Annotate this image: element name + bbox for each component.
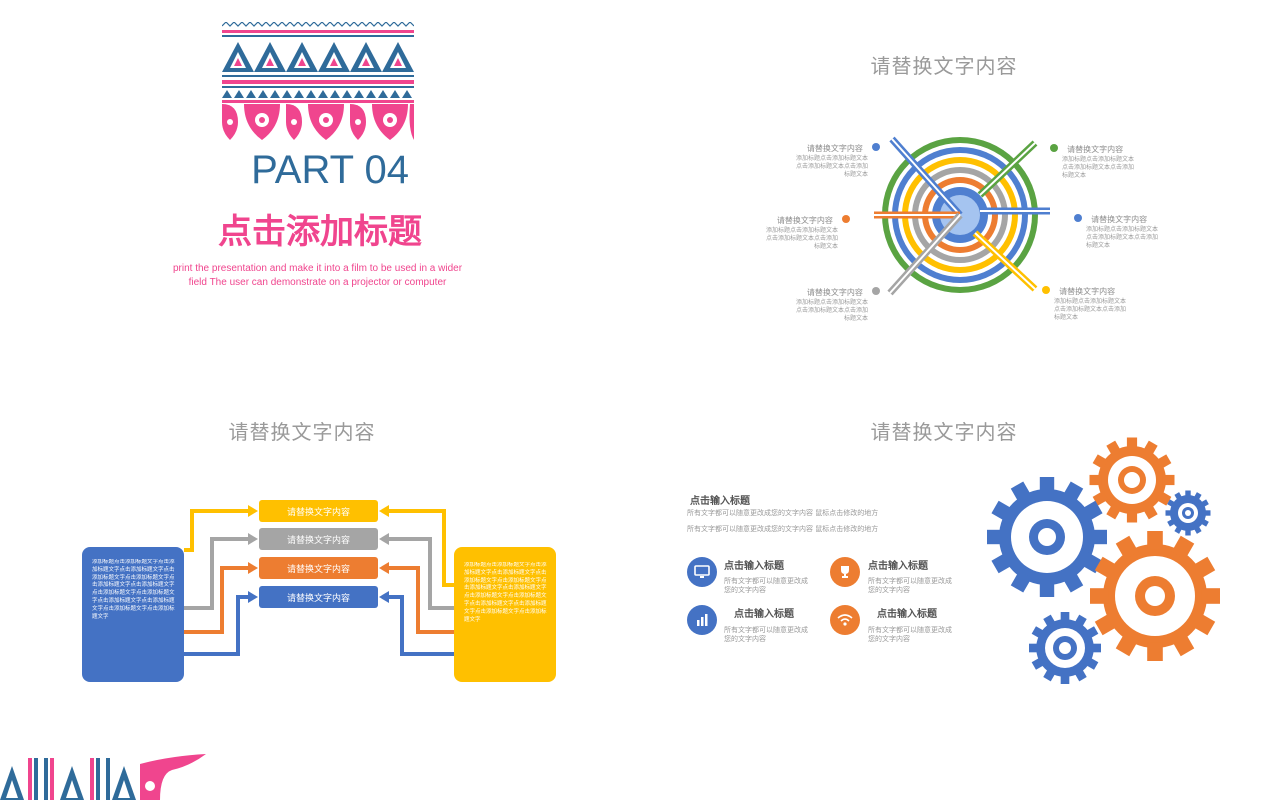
feature-title-4[interactable]: 点击输入标题 [877, 609, 937, 620]
monitor-icon [694, 565, 710, 578]
bar-chart-icon [697, 614, 708, 626]
left-text-box[interactable]: 添加标题点击添加标题文字点击添加标题文字点击添加标题文字点击添加标题文字点击添加… [82, 547, 184, 682]
slide-title: 请替换文字内容 [870, 54, 1018, 78]
bullet-dot [1050, 143, 1058, 152]
flow-button-3[interactable]: 请替换文字内容 [259, 557, 378, 579]
bullet-dot [872, 286, 880, 295]
bullet-dot [842, 214, 850, 223]
diagram-label-3: 请替换文字内容 添加标题点击添加标题文本点击添加标题文本点击添加标题文本 [780, 280, 880, 323]
feature-icon-circle [687, 605, 717, 635]
intro-line-2: 所有文字都可以随意更改成您的文字内容 鼠标点击修改的地方 [687, 525, 879, 533]
feature-desc-4: 所有文字都可以随意更改成您的文字内容 [868, 626, 952, 643]
gears-illustration [987, 437, 1220, 684]
feature-icon-circle [830, 557, 860, 587]
flow-button-1[interactable]: 请替换文字内容 [259, 500, 378, 522]
feature-icon-circle [687, 557, 717, 587]
diagram-label-1: 请替换文字内容 添加标题点击添加标题文本点击添加标题文本点击添加标题文本 [780, 136, 880, 179]
slide-part04: PART 04 点击添加标题 print the presentation an… [0, 0, 640, 400]
bullet-dot [1074, 213, 1082, 222]
feature-desc-3: 所有文字都可以随意更改成您的文字内容 [724, 626, 808, 643]
feature-title-2[interactable]: 点击输入标题 [868, 561, 928, 572]
bullet-dot [1042, 285, 1050, 294]
diagram-label-2: 请替换文字内容 添加标题点击添加标题文本点击添加标题文本点击添加标题文本 [750, 208, 850, 251]
slide-subtitle[interactable]: print the presentation and make it into … [172, 263, 463, 288]
flow-button-4[interactable]: 请替换文字内容 [259, 586, 378, 608]
feature-title-3[interactable]: 点击输入标题 [734, 609, 794, 620]
diagram-label-4: 请替换文字内容 添加标题点击添加标题文本点击添加标题文本点击添加标题文本 [1050, 137, 1150, 180]
feature-icon-circle [830, 605, 860, 635]
tribal-pattern-banner [222, 22, 414, 140]
feature-desc-1: 所有文字都可以随意更改成您的文字内容 [724, 577, 808, 594]
slide-title: 请替换文字内容 [870, 420, 1018, 444]
slide-gears: 请替换文字内容 点击输入标题 所有文字都可以随意更改成您的文字内容 鼠标点击修改… [640, 400, 1280, 800]
right-text-box[interactable]: 添加标题点击添加标题文字点击添加标题文字点击添加标题文字点击添加标题文字点击添加… [454, 547, 556, 682]
trophy-icon [841, 566, 849, 578]
feature-title-1[interactable]: 点击输入标题 [724, 561, 784, 572]
intro-line-1: 所有文字都可以随意更改成您的文字内容 鼠标点击修改的地方 [687, 509, 879, 517]
flow-button-2[interactable]: 请替换文字内容 [259, 528, 378, 550]
wifi-icon [837, 614, 853, 626]
bullet-dot [872, 142, 880, 151]
part-number: PART 04 [251, 148, 409, 192]
tribal-pattern-corner [0, 754, 206, 800]
slide-heading[interactable]: 点击添加标题 [218, 212, 422, 252]
slide-target-diagram: 请替换文字内容 请替换文字内容 添加标题点击添加标题文本点击添加标题文本 [640, 0, 1280, 400]
slide-flow-diagram: 请替换文字内容 请替换文字内容 请替换文字内容 请替换文字内容 请替换文字内容 … [0, 400, 640, 800]
slide-title: 请替换文字内容 [228, 420, 376, 444]
diagram-label-6: 请替换文字内容 添加标题点击添加标题文本点击添加标题文本点击添加标题文本 [1042, 279, 1142, 322]
target-diagram [874, 136, 1050, 296]
feature-desc-2: 所有文字都可以随意更改成您的文字内容 [868, 577, 952, 594]
diagram-label-5: 请替换文字内容 添加标题点击添加标题文本点击添加标题文本点击添加标题文本 [1074, 207, 1174, 250]
flow-connectors [184, 505, 454, 656]
intro-title[interactable]: 点击输入标题 [690, 496, 750, 507]
